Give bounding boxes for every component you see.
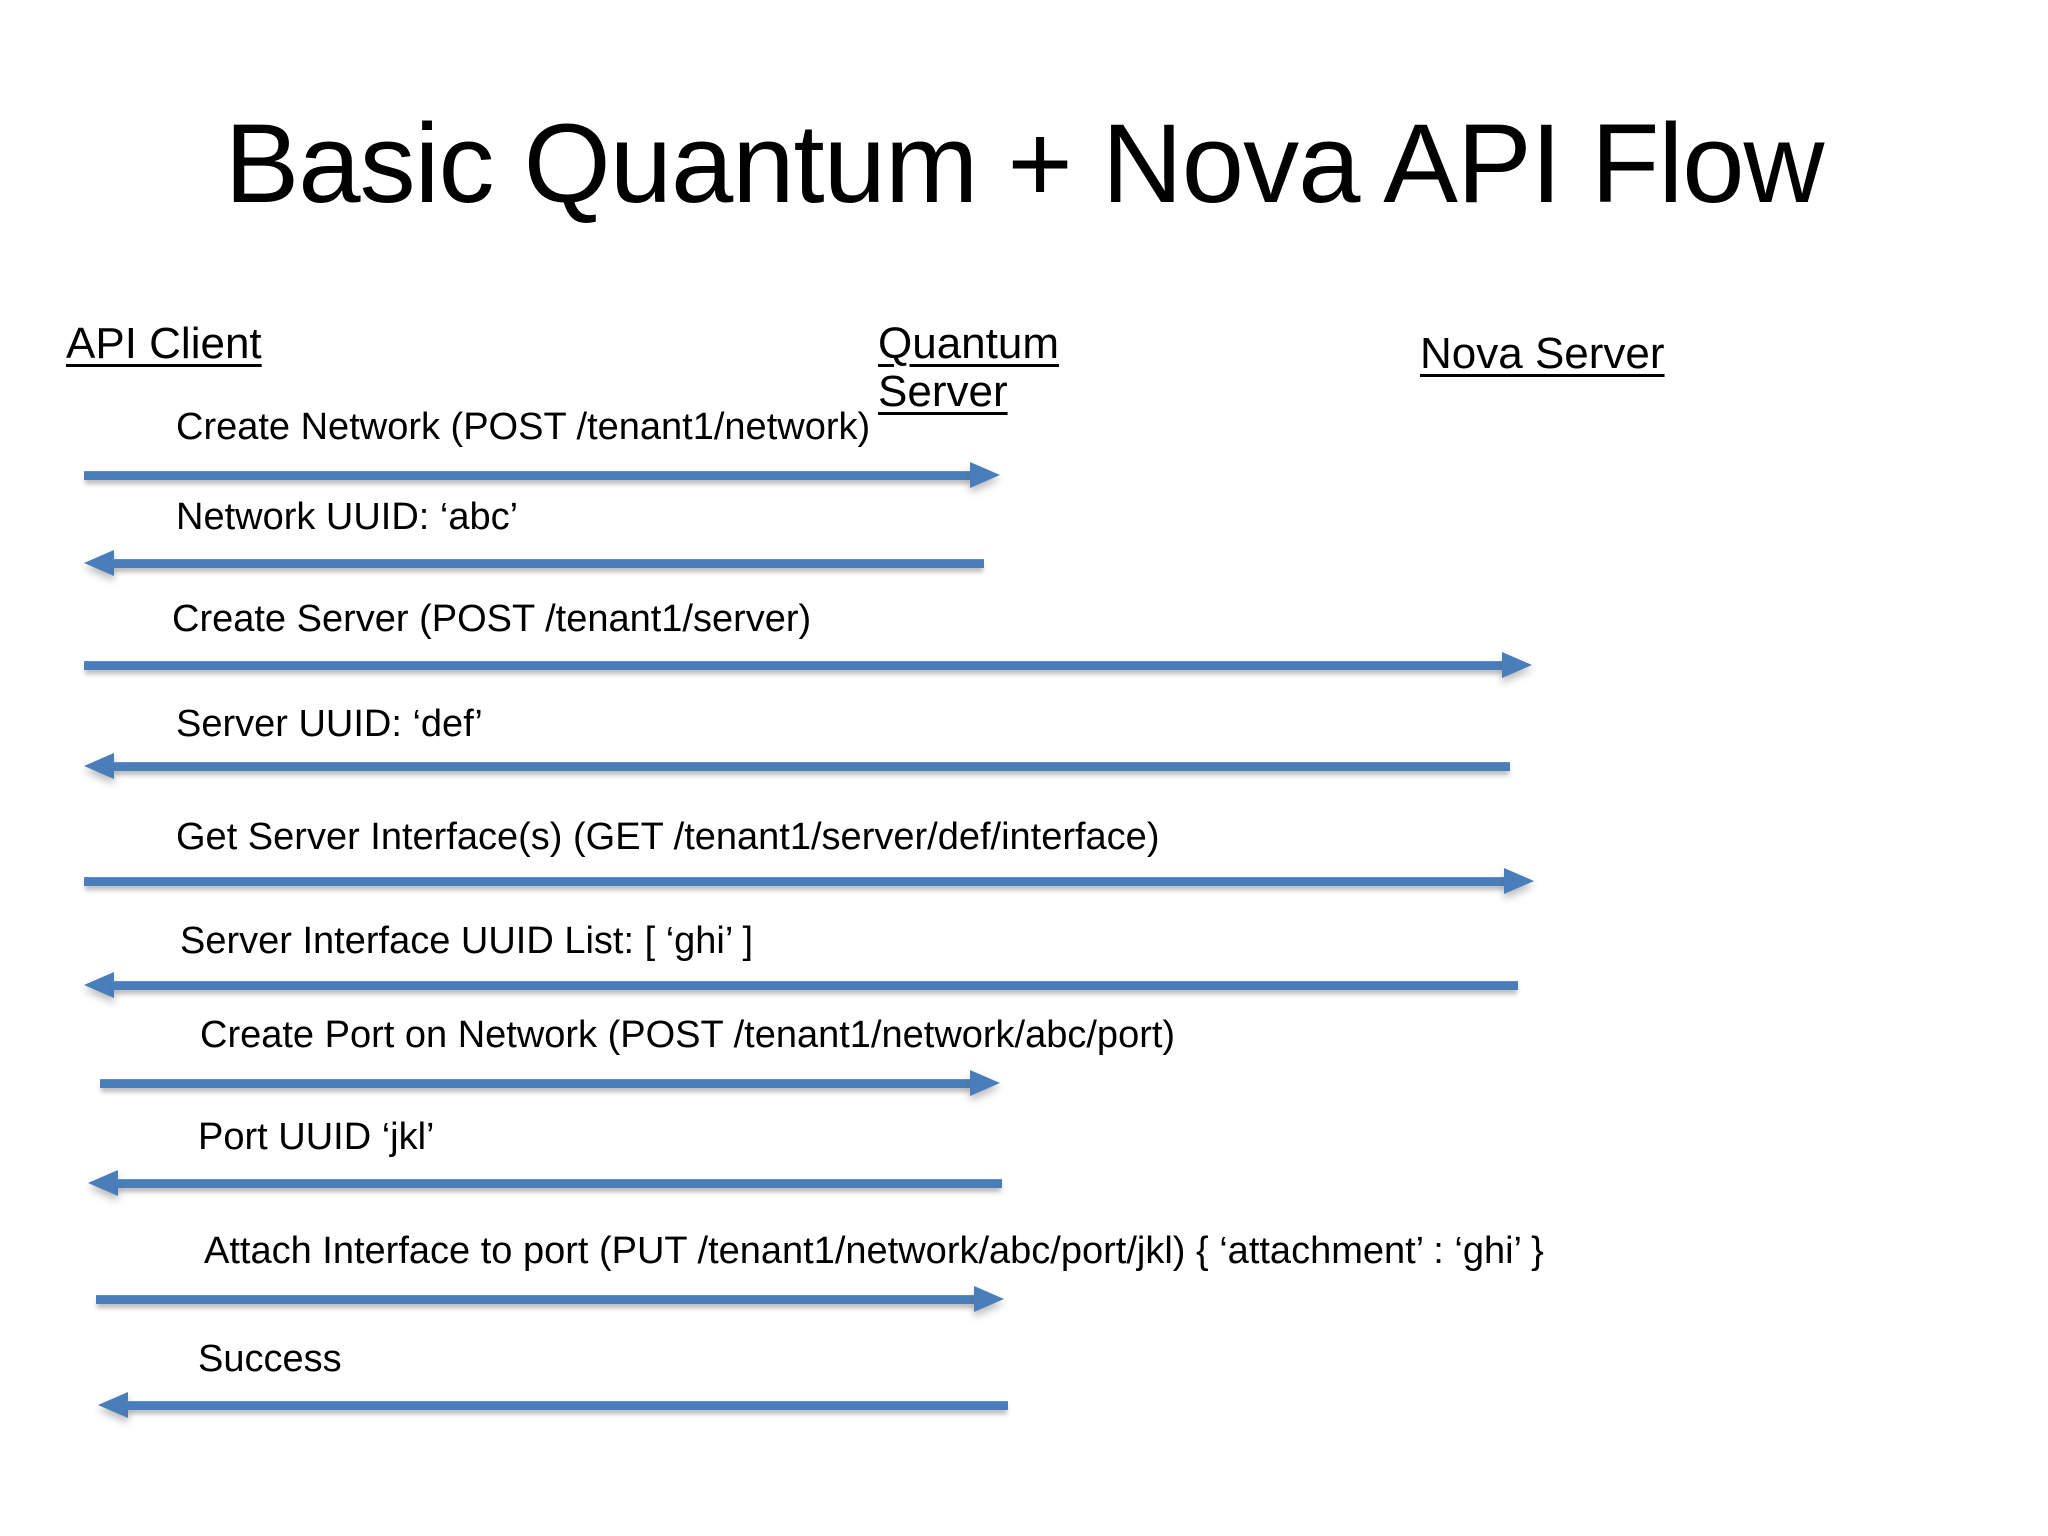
message-label-8: Port UUID ‘jkl’: [198, 1116, 435, 1158]
lifeline-label-nova-server: Nova Server: [1420, 329, 1665, 378]
message-arrow-7: [100, 1070, 1000, 1096]
message-arrow-10: [98, 1392, 1008, 1418]
message-label-9: Attach Interface to port (PUT /tenant1/n…: [204, 1230, 1544, 1272]
message-row: Get Server Interface(s) (GET /tenant1/se…: [0, 818, 2048, 928]
message-row: Create Port on Network (POST /tenant1/ne…: [0, 1016, 2048, 1126]
lifeline-label-quantum-line2: Server: [878, 366, 1008, 416]
message-row: Create Server (POST /tenant1/server): [0, 600, 2048, 710]
lifeline-header-api-client: API Client: [66, 320, 262, 368]
message-label-10: Success: [198, 1338, 342, 1380]
message-arrow-3: [84, 652, 1532, 678]
lifeline-label-quantum-line1: Quantum: [878, 319, 1059, 368]
message-arrow-4: [84, 753, 1510, 779]
message-label-5: Get Server Interface(s) (GET /tenant1/se…: [176, 816, 1160, 858]
message-arrow-1: [84, 462, 1000, 488]
message-label-4: Server UUID: ‘def’: [176, 703, 483, 745]
message-label-3: Create Server (POST /tenant1/server): [172, 598, 812, 640]
message-row: Server UUID: ‘def’: [0, 705, 2048, 815]
message-arrow-5: [84, 868, 1534, 894]
message-row: Network UUID: ‘abc’: [0, 498, 2048, 608]
message-arrow-9: [96, 1286, 1004, 1312]
message-row: Success: [0, 1340, 2048, 1450]
message-row: Port UUID ‘jkl’: [0, 1118, 2048, 1228]
message-arrow-6: [84, 972, 1518, 998]
message-row: Attach Interface to port (PUT /tenant1/n…: [0, 1232, 2048, 1342]
message-label-7: Create Port on Network (POST /tenant1/ne…: [200, 1014, 1176, 1056]
message-row: Create Network (POST /tenant1/network): [0, 408, 2048, 518]
message-arrow-8: [88, 1170, 1002, 1196]
lifeline-header-nova-server: Nova Server: [1420, 330, 1665, 378]
message-label-1: Create Network (POST /tenant1/network): [176, 406, 871, 448]
page-title: Basic Quantum + Nova API Flow: [224, 101, 1825, 226]
message-arrow-2: [84, 550, 984, 576]
message-label-6: Server Interface UUID List: [ ‘ghi’ ]: [180, 920, 754, 962]
lifeline-header-quantum-server: Quantum Server: [878, 320, 1108, 415]
message-row: Server Interface UUID List: [ ‘ghi’ ]: [0, 922, 2048, 1032]
lifeline-label-api-client: API Client: [66, 319, 262, 368]
message-label-2: Network UUID: ‘abc’: [176, 496, 519, 538]
